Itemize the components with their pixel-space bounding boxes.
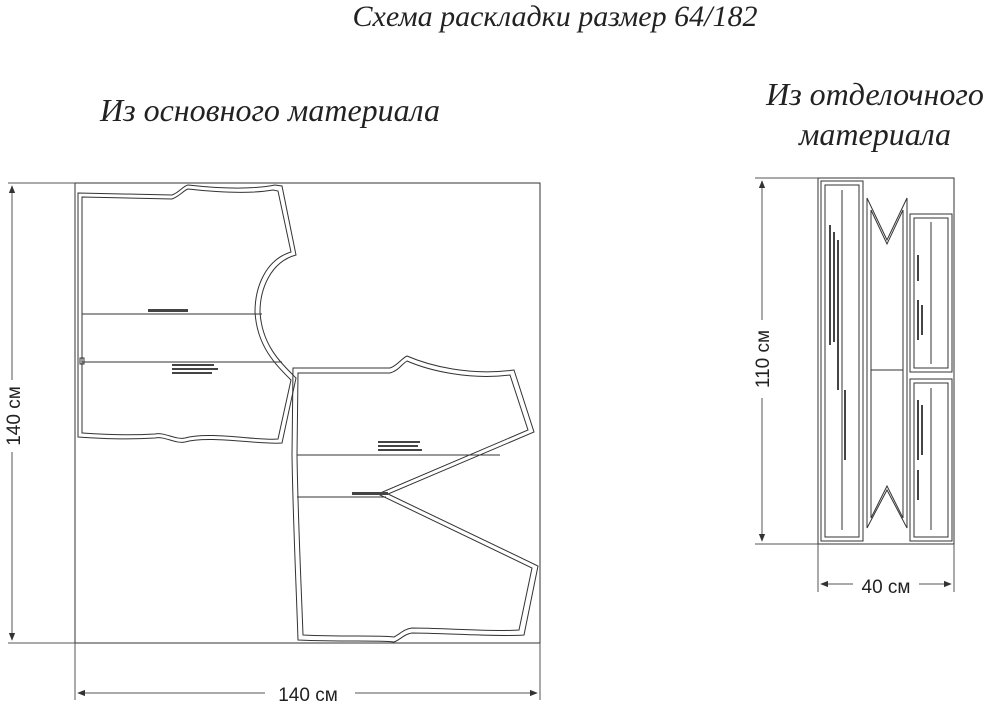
trim-piece-long-strip	[820, 180, 864, 542]
trim-fabric-label: Из отделочного материала	[745, 74, 1000, 154]
trim-fabric-label-line2: материала	[798, 116, 952, 152]
trim-fabric-label-line1: Из отделочного	[766, 76, 984, 112]
trim-fabric-sheet	[817, 177, 955, 545]
front-piece-notes	[352, 441, 422, 495]
trim-long-strip-notes	[829, 225, 846, 460]
trim-piece-pocket-bottom	[909, 378, 953, 542]
trim-piece-pocket-top	[909, 213, 953, 373]
trim-pocket-bottom-notes	[917, 400, 923, 500]
pattern-piece-back	[77, 184, 297, 444]
trim-pocket-top-notes	[917, 255, 923, 340]
main-height-label: 140 см	[4, 386, 25, 446]
main-fabric-label: Из основного материала	[100, 92, 440, 128]
trim-width-label: 40 см	[862, 577, 911, 598]
back-piece-notes	[148, 309, 218, 374]
layout-title: Схема раскладки размер 64/182	[352, 0, 758, 33]
trim-height-label: 110 см	[753, 330, 774, 388]
trim-piece-collar	[866, 197, 908, 529]
main-width-label: 140 см	[278, 685, 338, 704]
main-fabric-sheet	[74, 182, 541, 644]
pattern-piece-front	[291, 355, 539, 643]
